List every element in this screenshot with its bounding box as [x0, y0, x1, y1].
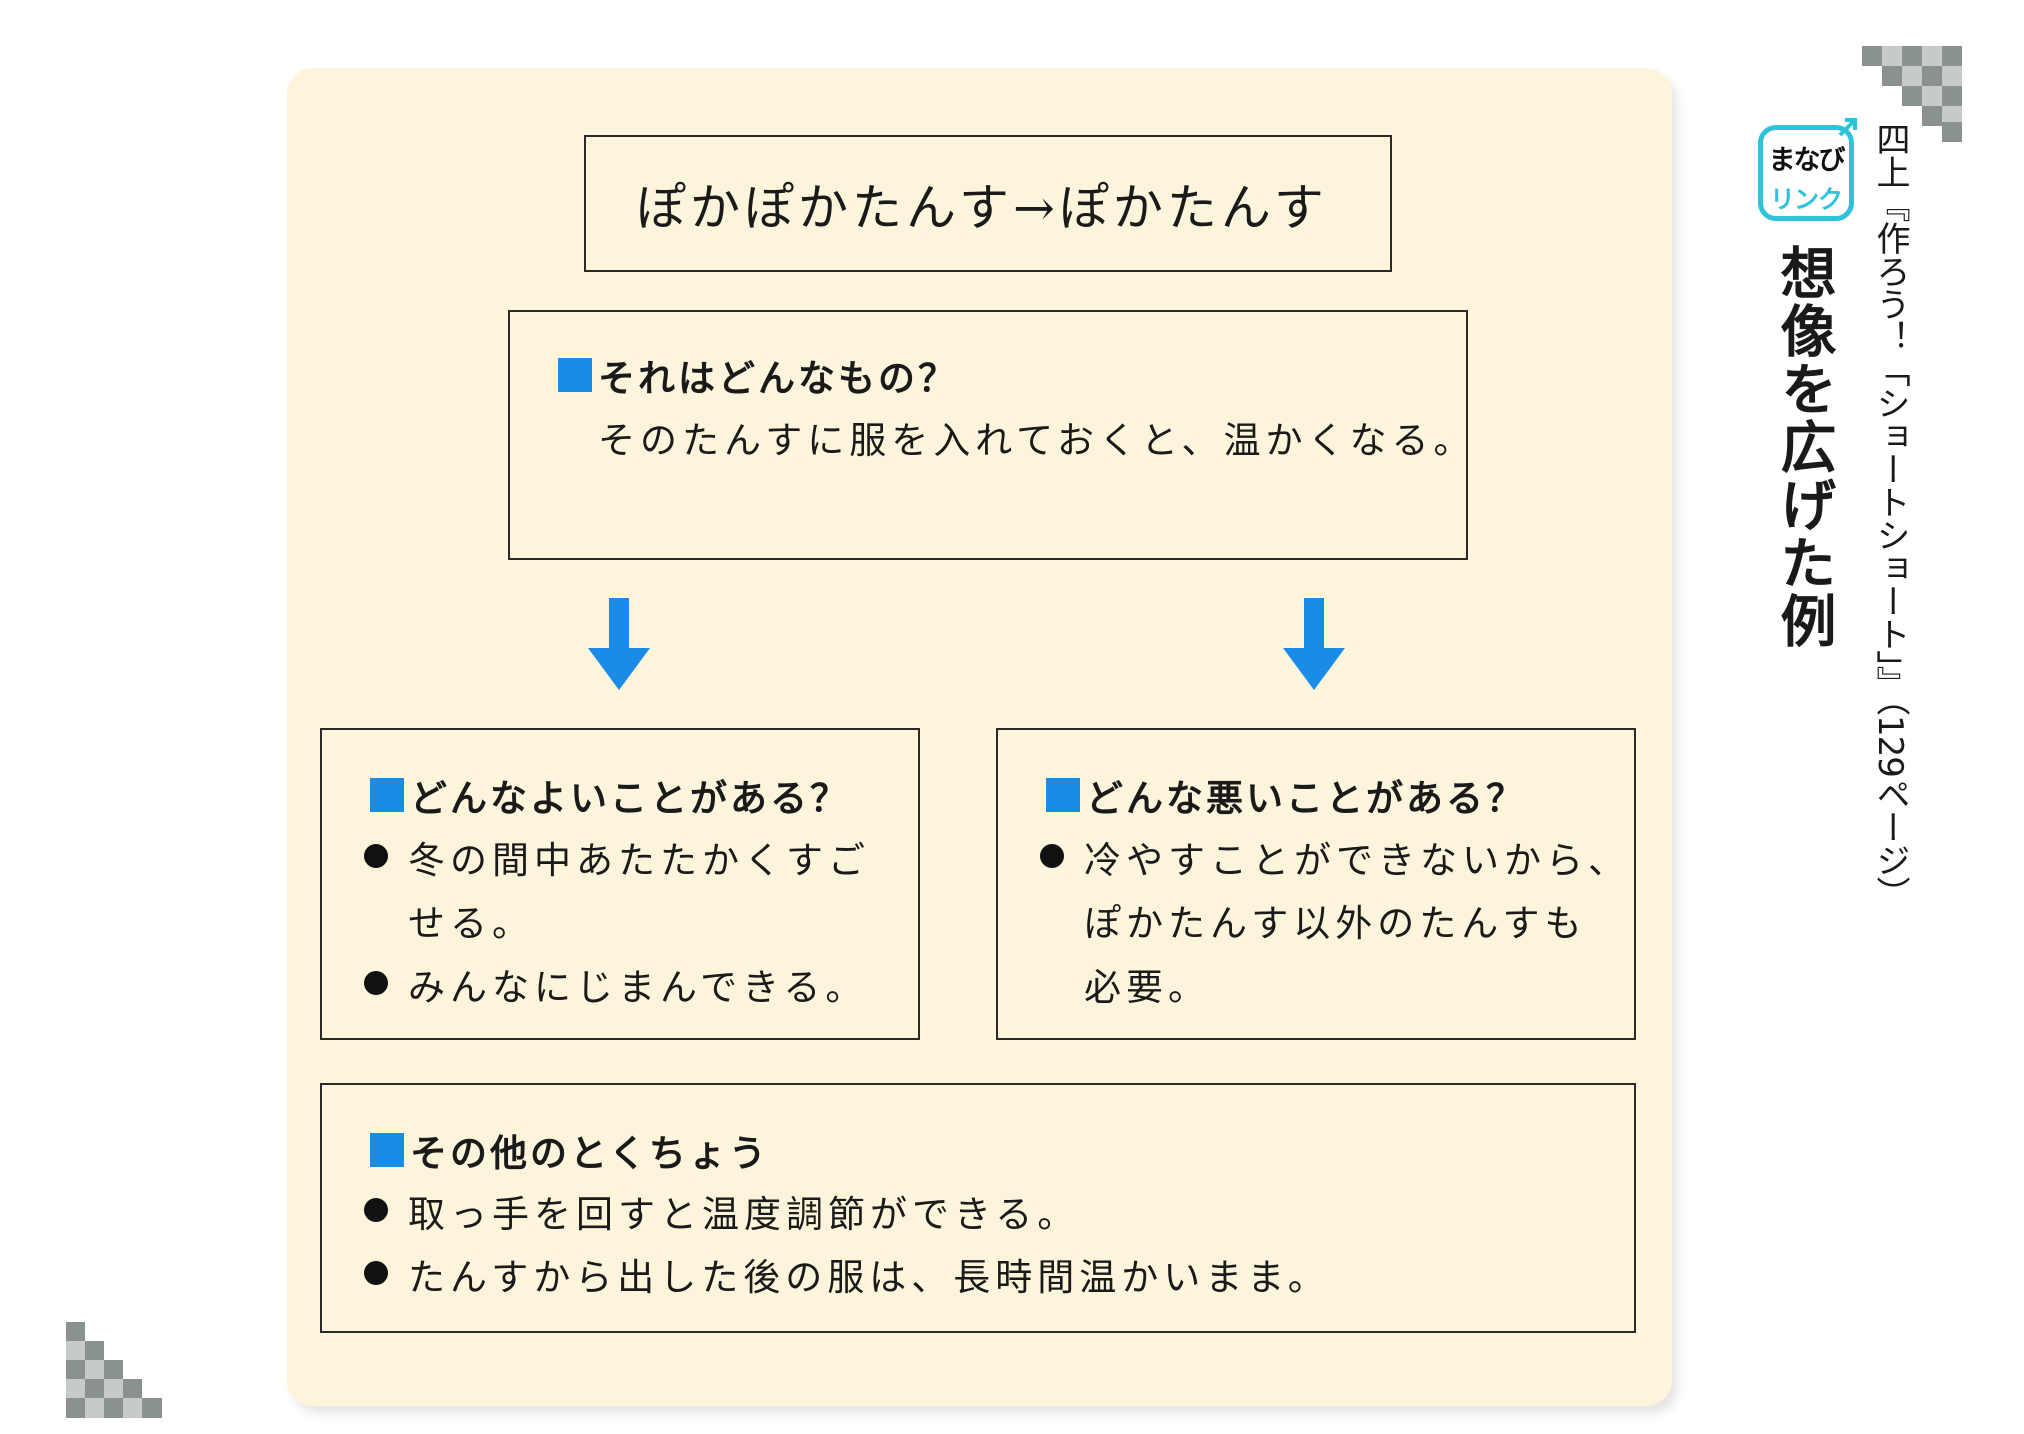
logo-bottom-text: リンク: [1769, 185, 1843, 214]
what-heading: それはどんなもの？: [558, 348, 958, 402]
good-item-1-line-1: 冬の間中あたたかくすご: [408, 839, 870, 882]
textbook-reference: 四上『作ろう！「ショートショート」』（129ページ）: [1870, 122, 1910, 909]
arrow-down-icon: [1283, 598, 1345, 690]
good-item-1-line-2: せる。: [408, 902, 534, 945]
section-title: 想像を広げた例: [1771, 244, 1837, 650]
diagram-title: ぽかぽかたんす→ぽかたんす: [636, 179, 1328, 237]
bad-points-box: どんな悪いことがある？ 冷やすことができないから、 ぽかたんす以外のたんすも 必…: [996, 728, 1636, 1040]
bullet-icon: [364, 844, 388, 868]
good-points-box: どんなよいことがある？ 冬の間中あたたかくすご せる。 みんなにじまんできる。: [320, 728, 920, 1040]
arrow-up-right-icon: [1838, 118, 1857, 137]
bad-item-1-line-3: 必要。: [1084, 966, 1210, 1009]
checker-pattern-top-right: [1862, 46, 1962, 142]
blue-square-icon: [370, 778, 404, 812]
bullet-icon: [364, 1261, 388, 1285]
blue-square-icon: [558, 358, 592, 392]
good-heading-text: どんなよいことがある？: [410, 776, 850, 820]
bad-heading-text: どんな悪いことがある？: [1086, 776, 1526, 820]
what-box: それはどんなもの？ そのたんすに服を入れておくと、温かくなる。: [508, 310, 1471, 560]
other-features-box: その他のとくちょう 取っ手を回すと温度調節ができる。 たんすから出した後の服は、…: [320, 1083, 1636, 1333]
good-item-2: みんなにじまんできる。: [408, 966, 868, 1009]
what-heading-text: それはどんなもの？: [598, 356, 958, 400]
other-heading-text: その他のとくちょう: [410, 1131, 769, 1175]
blue-square-icon: [370, 1133, 404, 1167]
what-description: そのたんすに服を入れておくと、温かくなる。: [598, 419, 1476, 462]
arrow-down-icon: [588, 598, 650, 690]
bad-item-1-line-1: 冷やすことができないから、: [1084, 839, 1630, 882]
good-heading: どんなよいことがある？: [370, 768, 850, 822]
bad-item-1-line-2: ぽかたんす以外のたんすも: [1084, 902, 1587, 945]
bullet-icon: [364, 971, 388, 995]
manabi-link-logo: まなび リンク: [1758, 118, 1857, 221]
bullet-icon: [364, 1198, 388, 1222]
checker-pattern-bottom-left: [66, 1322, 162, 1418]
logo-top-text: まなび: [1768, 145, 1846, 176]
bullet-icon: [1040, 844, 1064, 868]
other-item-2: たんすから出した後の服は、長時間温かいまま。: [408, 1256, 1330, 1299]
other-item-1: 取っ手を回すと温度調節ができる。: [408, 1193, 1080, 1236]
other-heading: その他のとくちょう: [370, 1123, 769, 1177]
bad-heading: どんな悪いことがある？: [1046, 768, 1526, 822]
title-box: ぽかぽかたんす→ぽかたんす: [584, 135, 1392, 272]
blue-square-icon: [1046, 778, 1080, 812]
